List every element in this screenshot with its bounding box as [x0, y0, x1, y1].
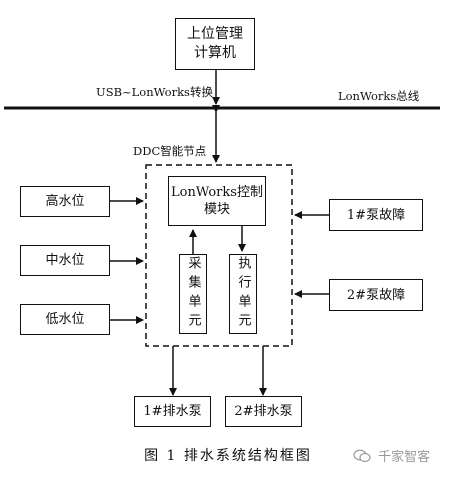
- pump2-fault-box: 2#泵故障: [329, 279, 423, 311]
- upper-computer-box: 上位管理 计算机: [175, 18, 255, 70]
- high-water-level-box: 高水位: [20, 186, 110, 217]
- watermark: 千家智客: [353, 446, 430, 467]
- chat-bubble-icon: [353, 449, 371, 467]
- watermark-text: 千家智客: [378, 450, 431, 465]
- usb-converter-label: USB~LonWorks转换: [96, 85, 213, 99]
- pump1-box: 1#排水泵: [134, 396, 211, 427]
- bus-label: LonWorks总线: [338, 89, 420, 103]
- ddc-node-boundary: [145, 164, 293, 347]
- collect-unit-box: 采集单元: [179, 254, 207, 334]
- figure-caption: 图 1 排水系统结构框图: [144, 448, 312, 464]
- exec-unit-box: 执行单元: [229, 254, 257, 334]
- low-water-level-box: 低水位: [20, 304, 110, 335]
- pump2-box: 2#排水泵: [225, 396, 302, 427]
- lonworks-control-module-box: LonWorks控制 模块: [168, 176, 266, 226]
- mid-water-level-box: 中水位: [20, 245, 110, 276]
- ddc-node-label: DDC智能节点: [133, 144, 207, 158]
- pump1-fault-box: 1#泵故障: [329, 199, 423, 231]
